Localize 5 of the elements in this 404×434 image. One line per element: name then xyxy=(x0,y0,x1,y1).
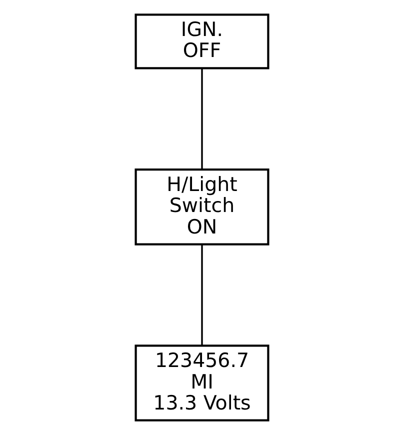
node-box: H/Light Switch ON xyxy=(134,168,270,245)
connector xyxy=(201,244,203,345)
node-box: IGN. OFF xyxy=(134,13,270,69)
node-box: 123456.7 MI 13.3 Volts xyxy=(134,344,270,421)
connector xyxy=(201,68,203,169)
